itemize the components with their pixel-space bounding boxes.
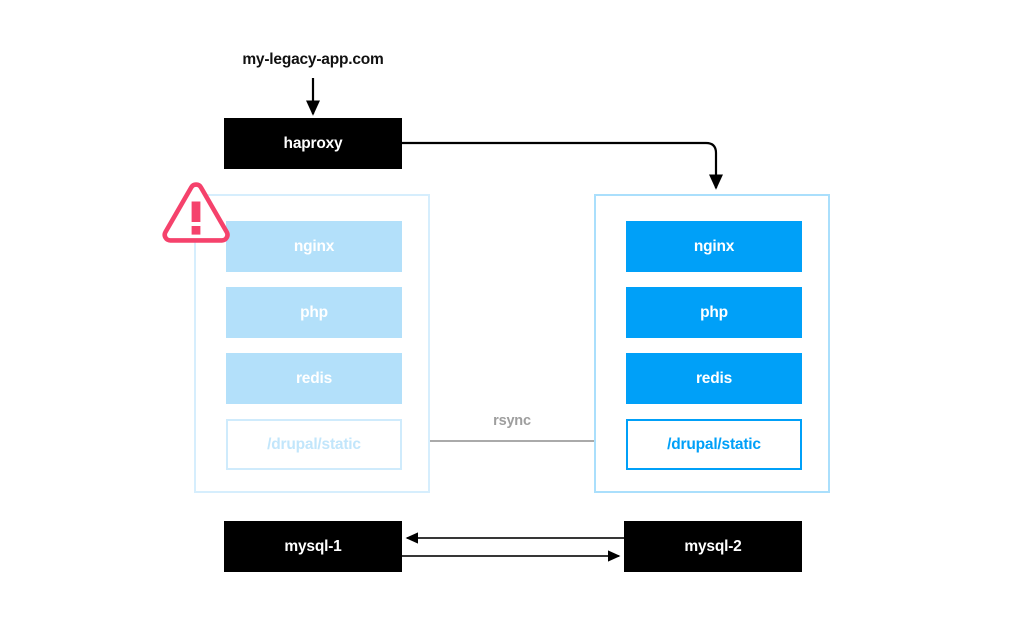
service-label: /drupal/static: [667, 435, 761, 453]
rsync-edge-label: rsync: [493, 413, 531, 429]
edge-haproxy-to-server-group-new: [402, 141, 724, 190]
haproxy-node[interactable]: haproxy: [224, 118, 402, 169]
service-label: redis: [295, 369, 333, 387]
service-box-redis-new[interactable]: redis: [626, 353, 802, 404]
mysql-1-node[interactable]: mysql-1: [224, 521, 402, 572]
server-group-new[interactable]: nginx php redis /drupal/static: [594, 194, 830, 493]
mysql-1-node-label: mysql-1: [284, 537, 342, 555]
service-box-nginx-legacy[interactable]: nginx: [226, 221, 402, 272]
service-label: nginx: [293, 237, 335, 255]
mysql-2-node[interactable]: mysql-2: [624, 521, 802, 572]
mysql-2-node-label: mysql-2: [684, 537, 742, 555]
service-label: php: [300, 303, 328, 321]
service-label: redis: [695, 369, 733, 387]
service-label: php: [700, 303, 728, 321]
haproxy-node-label: haproxy: [283, 134, 343, 152]
service-box-php-legacy[interactable]: php: [226, 287, 402, 338]
service-label: /drupal/static: [267, 435, 361, 453]
service-box-drupal-static-new[interactable]: /drupal/static: [626, 419, 802, 470]
server-group-legacy[interactable]: nginx php redis /drupal/static: [194, 194, 430, 493]
service-label: nginx: [693, 237, 735, 255]
entrypoint-domain-label: my-legacy-app.com: [242, 51, 384, 68]
service-box-redis-legacy[interactable]: redis: [226, 353, 402, 404]
service-box-drupal-static-legacy[interactable]: /drupal/static: [226, 419, 402, 470]
warning-triangle-icon: [162, 182, 230, 243]
service-box-php-new[interactable]: php: [626, 287, 802, 338]
service-box-nginx-new[interactable]: nginx: [626, 221, 802, 272]
